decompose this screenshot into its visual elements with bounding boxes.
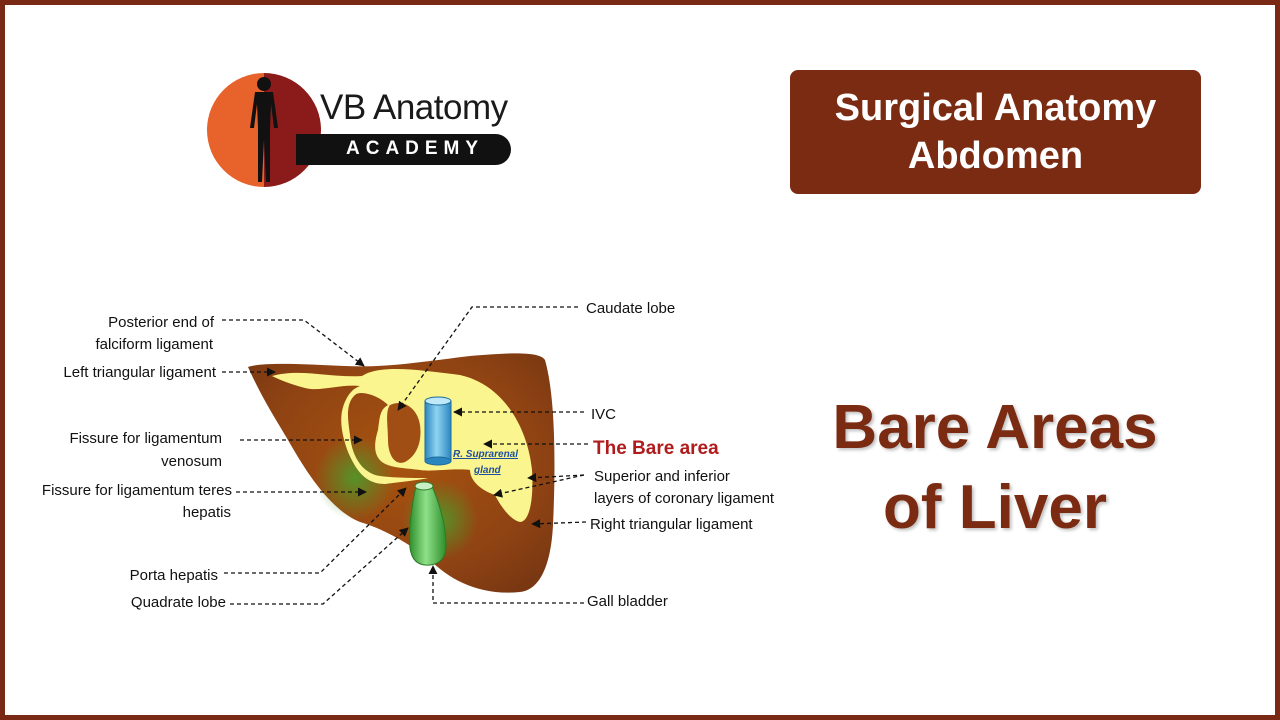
label-coronary-1: Superior and inferior bbox=[594, 468, 730, 485]
suprarenal-gland-label-2: gland bbox=[473, 465, 502, 476]
label-left-triangular: Left triangular ligament bbox=[63, 364, 216, 381]
label-fissure-teres-2: hepatis bbox=[183, 504, 231, 521]
label-porta-hepatis: Porta hepatis bbox=[130, 567, 218, 584]
topic-title-line1: Bare Areas bbox=[832, 393, 1158, 462]
ivc-cylinder bbox=[424, 396, 452, 466]
course-title-line1: Surgical Anatomy bbox=[834, 87, 1157, 129]
label-bare-area: The Bare area bbox=[593, 438, 719, 459]
green-tint-left bbox=[315, 436, 395, 520]
course-title-line2: Abdomen bbox=[907, 135, 1084, 177]
suprarenal-gland-label-1: R. Suprarenal bbox=[453, 449, 518, 460]
leader-lines bbox=[222, 306, 588, 605]
label-quadrate-lobe: Quadrate lobe bbox=[131, 594, 226, 611]
label-right-triangular: Right triangular ligament bbox=[590, 516, 753, 533]
label-coronary-2: layers of coronary ligament bbox=[594, 490, 775, 507]
gall-bladder bbox=[409, 481, 447, 566]
topic-title-line2: of Liver bbox=[883, 473, 1107, 542]
caudate-lobe bbox=[387, 402, 421, 463]
brand-pill bbox=[296, 134, 511, 165]
label-fissure-venosum-1: Fissure for ligamentum bbox=[69, 430, 222, 447]
label-ivc: IVC bbox=[591, 406, 616, 423]
label-caudate-lobe: Caudate lobe bbox=[586, 300, 675, 317]
label-fissure-venosum-2: venosum bbox=[161, 453, 222, 470]
topic-title: Bare Areas of Liver bbox=[800, 388, 1190, 548]
brand-name: VB Anatomy bbox=[320, 88, 508, 127]
human-figure-icon bbox=[250, 77, 278, 182]
brand-subtitle: ACADEMY bbox=[346, 138, 485, 159]
label-posterior-end-1: Posterior end of bbox=[108, 314, 215, 331]
label-posterior-end-2: falciform ligament bbox=[95, 336, 213, 353]
course-title-box: Surgical Anatomy Abdomen bbox=[790, 70, 1201, 194]
label-gall-bladder: Gall bladder bbox=[587, 593, 668, 610]
label-fissure-teres-1: Fissure for ligamentum teres bbox=[42, 482, 232, 499]
